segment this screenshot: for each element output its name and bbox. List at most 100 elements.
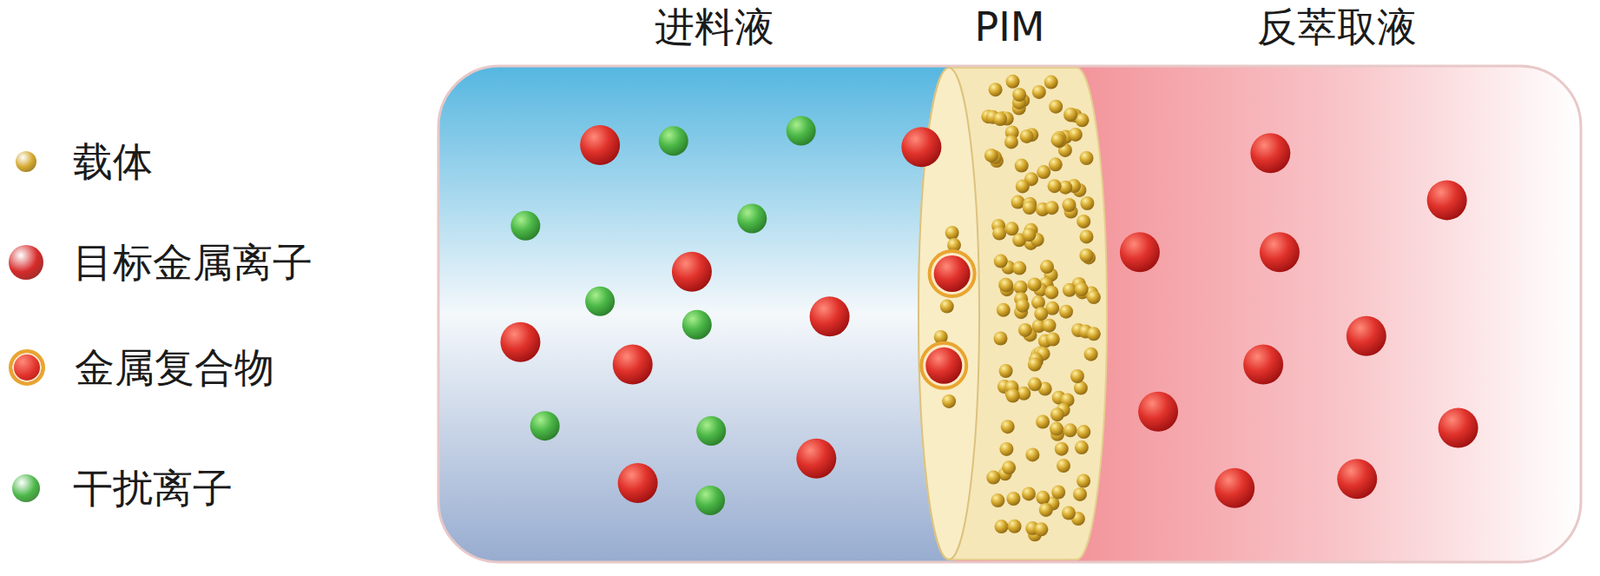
carrier-dot: [1050, 407, 1065, 422]
carrier-dot: [1021, 227, 1036, 242]
legend-row: 金属复合物: [8, 345, 275, 390]
membrane: PIM: [914, 5, 1106, 50]
carrier-dot: [1046, 332, 1061, 347]
carrier-dot: [1006, 388, 1021, 403]
metal-ion: [1346, 316, 1387, 356]
interfering-ion: [530, 410, 560, 441]
interfering-ion: [658, 125, 689, 156]
carrier-dot: [1042, 318, 1057, 333]
carrier-dot: [1070, 368, 1085, 383]
metal-ion: [579, 125, 620, 165]
metal-ion: [1427, 179, 1468, 220]
carrier-dot: [1079, 151, 1094, 165]
carrier-dot: [1006, 74, 1021, 89]
carrier-dot: [1051, 132, 1066, 147]
metal-ion: [901, 126, 942, 167]
carrier-dot: [1062, 283, 1077, 297]
carrier-dot: [1073, 487, 1087, 501]
carrier-dot: [1027, 276, 1042, 291]
carrier-dot: [1044, 75, 1059, 90]
carrier-dot: [1074, 440, 1089, 455]
metal-ion: [1336, 458, 1377, 499]
metal-ion: [612, 344, 653, 385]
carrier-dot: [1086, 326, 1101, 341]
carrier-dot: [941, 394, 956, 409]
carrier-dot: [1021, 486, 1036, 501]
legend-row: 干扰离子: [8, 466, 233, 511]
carrier-dot: [1086, 289, 1101, 304]
carrier-dot: [1068, 127, 1083, 142]
carrier-dot: [1076, 474, 1091, 488]
carrier-dot: [1018, 322, 1033, 337]
carrier-dot: [1020, 129, 1034, 144]
carrier-dot: [1063, 422, 1078, 437]
carrier-dot: [1033, 521, 1048, 536]
carrier-dot: [1035, 414, 1050, 429]
interfering-ion: [682, 309, 712, 340]
metal-complex: [925, 347, 962, 384]
metal-ion: [1438, 407, 1479, 448]
carrier-dot: [1000, 419, 1015, 434]
metal-ion: [1250, 132, 1291, 173]
carrier-dot: [1006, 491, 1021, 506]
metal-ion: [1138, 391, 1179, 432]
carrier-dot: [1033, 306, 1048, 321]
carrier-dot: [1015, 178, 1030, 193]
carrier-dot: [1025, 447, 1040, 461]
carrier-dot: [1032, 85, 1047, 99]
carrier-dot: [1004, 134, 1019, 149]
carrier-dot: [1048, 157, 1063, 172]
region-heading: PIM: [914, 5, 1106, 50]
interfering-ion: [786, 115, 817, 145]
legend-swatch: [12, 474, 40, 502]
metal-ion: [618, 462, 659, 503]
metal-ion: [809, 296, 850, 336]
legend-text: 载体: [72, 139, 153, 185]
legend-text: 目标金属离子: [72, 240, 313, 285]
carrier-dot: [1062, 197, 1077, 212]
carrier-dot: [999, 441, 1014, 456]
carrier-dot: [1074, 282, 1089, 297]
metal-complex: [934, 255, 971, 292]
carrier-dot: [1027, 376, 1042, 391]
carrier-dot: [1045, 200, 1060, 215]
carrier-dot: [940, 299, 955, 314]
carrier-dot: [1076, 214, 1091, 229]
carrier-dot: [1054, 441, 1069, 456]
legend-row: 目标金属离子: [8, 240, 313, 285]
legend-complex-symbol: [8, 348, 46, 386]
metal-ion: [796, 438, 837, 479]
complex-ring: [929, 250, 975, 297]
interfering-ion: [510, 210, 540, 241]
carrier-dot: [1040, 259, 1054, 274]
carrier-dot: [1061, 506, 1076, 521]
interfering-ion: [737, 204, 767, 234]
carrier-dot: [999, 363, 1014, 378]
carrier-dot: [990, 493, 1005, 507]
carrier-dot: [1073, 381, 1088, 396]
metal-ion: [1243, 344, 1284, 385]
carrier-dot: [1059, 304, 1074, 319]
carrier-dot: [1084, 347, 1099, 362]
carrier-dot: [1048, 99, 1063, 114]
complex-ring: [921, 342, 967, 389]
carrier-dot: [986, 470, 1001, 485]
interfering-ion: [585, 286, 615, 317]
carrier-dot: [1079, 196, 1094, 211]
metal-ion: [500, 322, 540, 363]
carrier-dot: [1036, 164, 1051, 179]
carrier-dot: [1001, 460, 1016, 475]
carrier-dot: [1022, 200, 1037, 215]
legend-text: 干扰离子: [72, 466, 233, 511]
feed-solution: 进料液: [471, 5, 958, 50]
interfering-ion: [695, 485, 725, 515]
carrier-dot: [1047, 178, 1062, 193]
legend-text: 金属复合物: [74, 345, 275, 390]
region-heading: 反萃取液: [1093, 5, 1581, 50]
carrier-dot: [1015, 298, 1030, 313]
carrier-dot: [1079, 229, 1094, 244]
carrier-dot: [993, 111, 1008, 126]
carrier-dot: [1049, 421, 1064, 436]
strip-solution: 反萃取液: [1093, 5, 1581, 50]
carrier-dot: [1035, 490, 1050, 505]
